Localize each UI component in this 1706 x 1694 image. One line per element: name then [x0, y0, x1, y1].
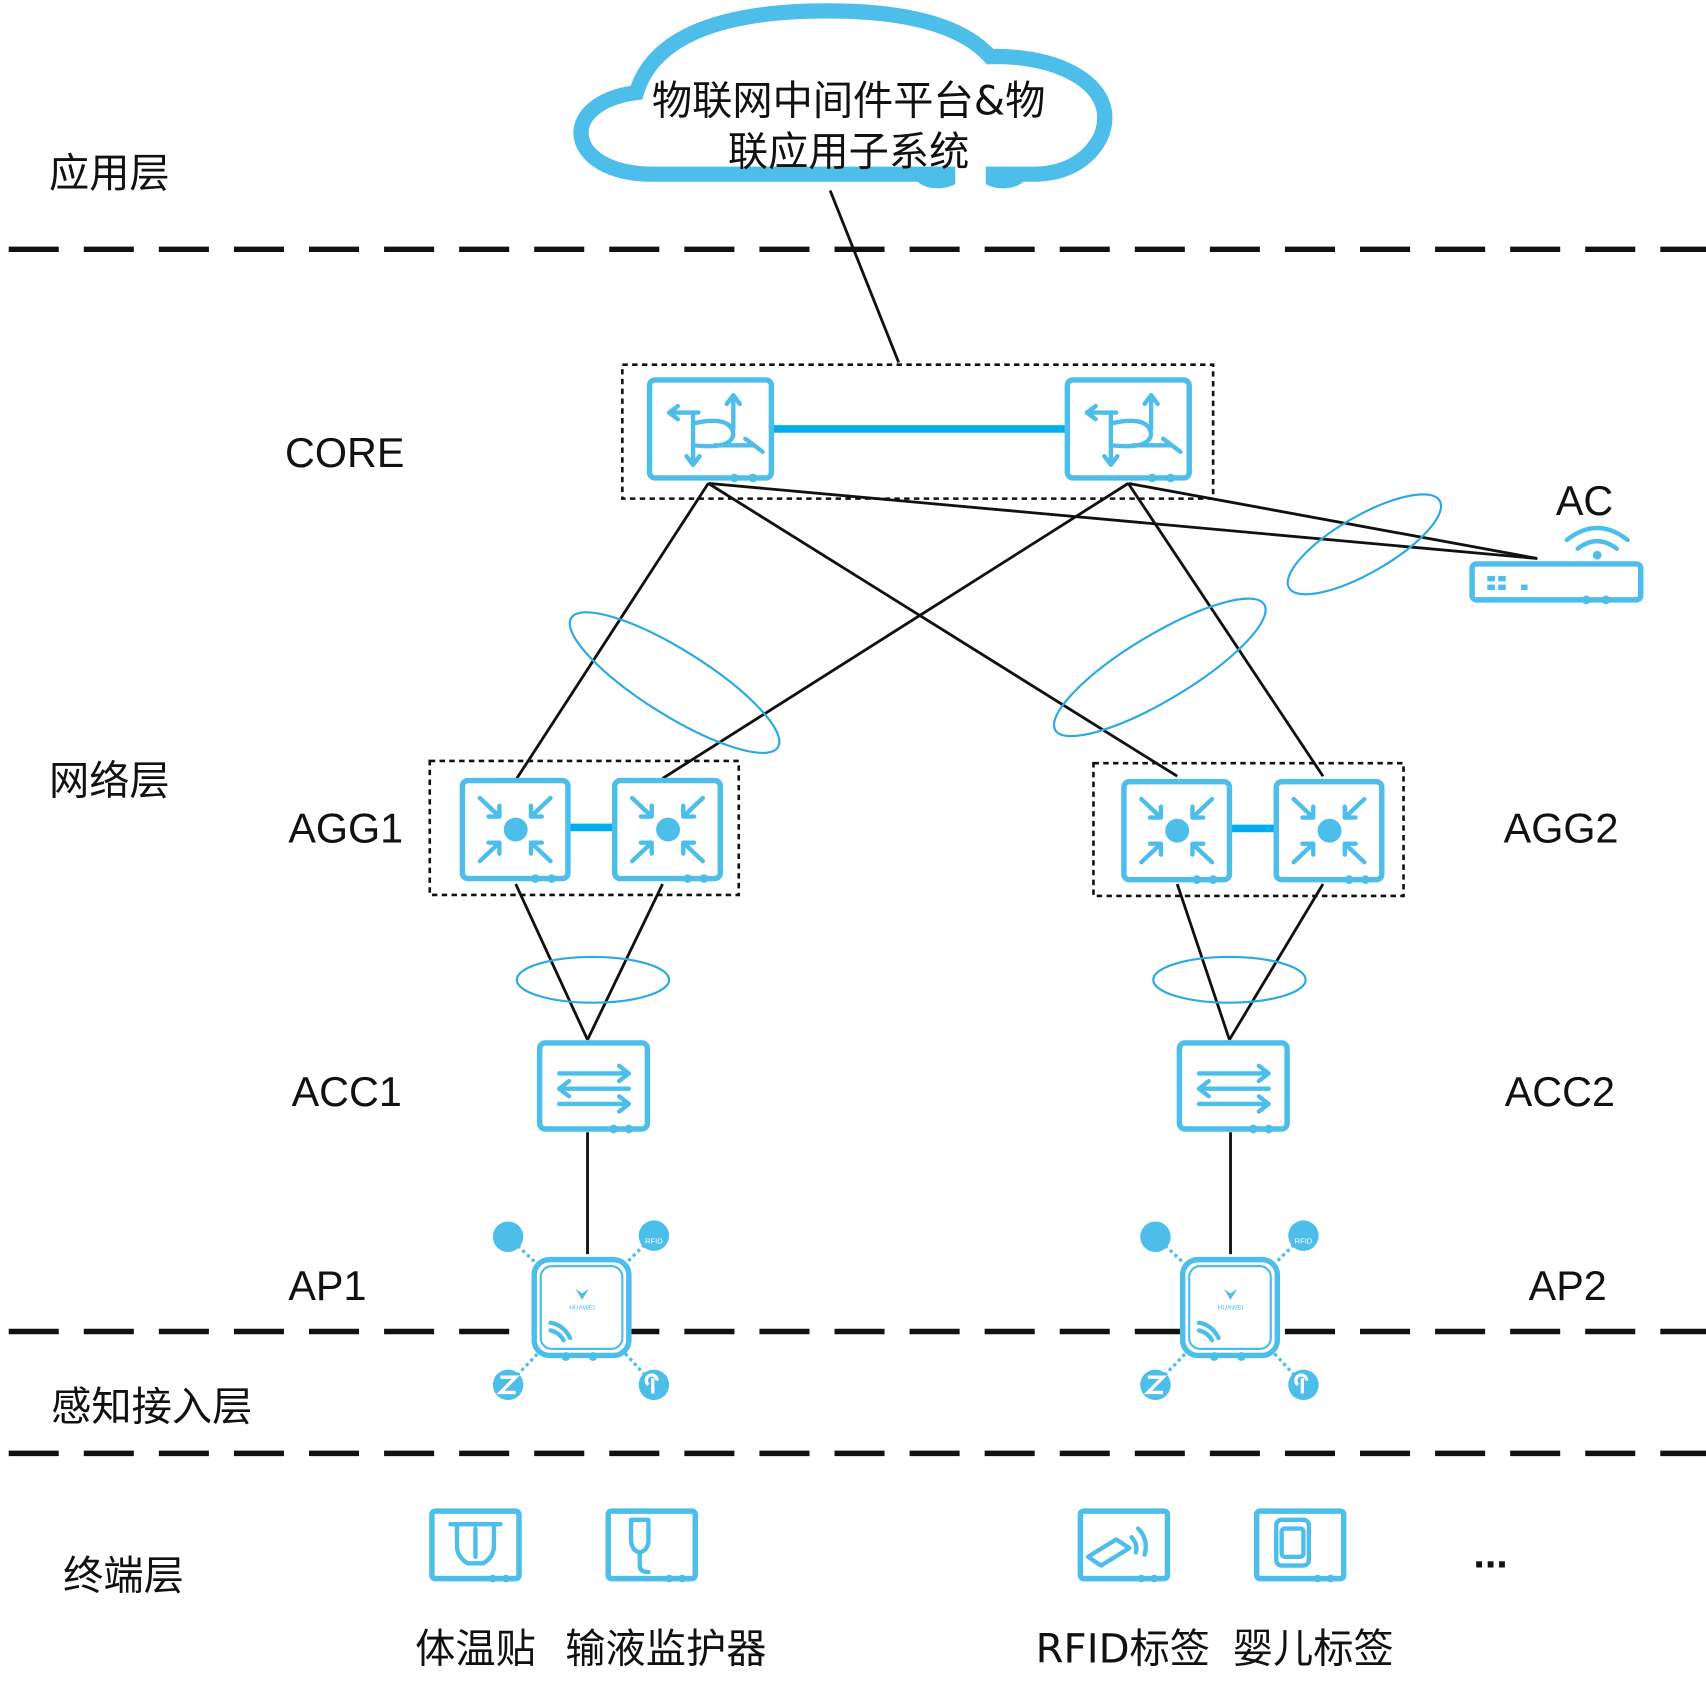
- eth-trunk-ellipse: [1286, 493, 1443, 596]
- cloud-title-line2: 联应用子系统: [728, 129, 969, 175]
- cloud-title-line1: 物联网中间件平台&物: [652, 78, 1046, 124]
- eth-trunk-ellipse: [1152, 955, 1307, 1004]
- huawei-logo-icon: [575, 1289, 589, 1300]
- core-router-2-icon[interactable]: [1067, 380, 1189, 482]
- device-label-ap2: AP2: [1529, 1263, 1607, 1309]
- eth-trunk-ellipse: [515, 955, 671, 1004]
- device-label-ac: AC: [1556, 478, 1613, 524]
- acc2-switch-icon[interactable]: [1179, 1043, 1287, 1133]
- ap2-access-point[interactable]: RFID HUAWEI: [1140, 1220, 1319, 1401]
- eth-trunk-ellipse: [1052, 597, 1267, 738]
- terminal-label: 婴儿标签: [1233, 1626, 1394, 1672]
- links: [514, 189, 1538, 1255]
- terminal-label: 输液监护器: [565, 1626, 766, 1672]
- agg2-switch-2-icon[interactable]: [1276, 782, 1382, 884]
- layer-label-perception: 感知接入层: [51, 1385, 252, 1431]
- agg1-switch-1-icon[interactable]: [462, 781, 568, 883]
- ap1-access-point[interactable]: RFID HUAWEI: [492, 1220, 670, 1401]
- layer-label-application: 应用层: [49, 151, 170, 197]
- infusion-monitor-icon: [608, 1511, 695, 1582]
- rfid-badge: RFID: [1295, 1236, 1313, 1245]
- bluetooth-node-icon: [492, 1221, 524, 1252]
- bluetooth-node-icon: [1140, 1221, 1171, 1252]
- terminal-label: RFID标签: [1036, 1626, 1210, 1672]
- terminal-infusion-monitor[interactable]: [608, 1511, 695, 1582]
- layer-label-network: 网络层: [49, 759, 170, 805]
- device-label-core: CORE: [285, 430, 404, 476]
- terminal-thermometer-patch[interactable]: [432, 1511, 519, 1582]
- more-terminals-ellipsis: ...: [1473, 1531, 1507, 1577]
- agg2-switch-1-icon[interactable]: [1124, 782, 1230, 884]
- cloud-icon: [573, 3, 1113, 189]
- ac-controller-icon[interactable]: [1469, 525, 1644, 605]
- agg2-stack-group: [1092, 761, 1405, 898]
- device-label-acc2: ACC2: [1505, 1069, 1615, 1115]
- huawei-logo-icon: [1224, 1289, 1238, 1300]
- terminal-label: 体温贴: [415, 1626, 536, 1672]
- eth-trunk-ellipse: [568, 611, 781, 754]
- core-stack-group: [621, 363, 1215, 500]
- device-label-agg2: AGG2: [1504, 806, 1619, 852]
- agg1-switch-2-icon[interactable]: [615, 781, 721, 883]
- ap-brand-text: HUAWEI: [1218, 1305, 1244, 1312]
- terminal-baby-tag[interactable]: [1257, 1511, 1344, 1582]
- device-label-acc1: ACC1: [292, 1069, 402, 1115]
- acc1-switch-icon[interactable]: [540, 1043, 648, 1133]
- rfid-node-icon: [1288, 1220, 1319, 1251]
- device-label-ap1: AP1: [288, 1263, 366, 1309]
- rfid-node-icon: [638, 1220, 670, 1251]
- device-label-agg1: AGG1: [288, 806, 403, 852]
- terminal-rfid-tag[interactable]: [1080, 1511, 1167, 1582]
- rfid-badge: RFID: [645, 1236, 663, 1245]
- ap-brand-text: HUAWEI: [569, 1305, 595, 1312]
- layer-label-terminal: 终端层: [63, 1553, 184, 1599]
- core-router-1-icon[interactable]: [650, 380, 772, 482]
- agg1-stack-group: [428, 759, 741, 897]
